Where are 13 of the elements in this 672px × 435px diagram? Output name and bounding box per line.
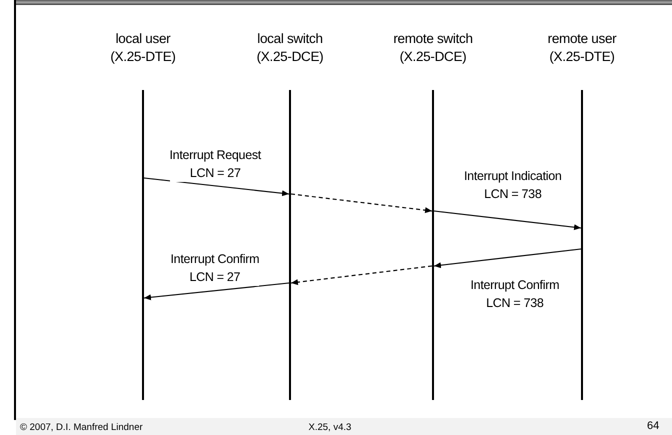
message-arrow bbox=[434, 248, 582, 268]
message-arrow bbox=[144, 282, 290, 300]
participant-label: local user (X.25-DTE) bbox=[110, 30, 176, 66]
message-arrow bbox=[434, 210, 582, 230]
message-arrow bbox=[290, 265, 432, 286]
message-arrow bbox=[144, 177, 290, 196]
participant-label: remote switch (X.25-DCE) bbox=[393, 30, 473, 66]
copyright-note: © 2007, D.I. Manfred Lindner bbox=[20, 422, 143, 433]
message-arrow bbox=[290, 193, 432, 214]
page-number: 64 bbox=[647, 420, 660, 432]
participant-label: remote user (X.25-DTE) bbox=[548, 30, 616, 66]
slide-version: X.25, v4.3 bbox=[308, 422, 352, 433]
participant-label: local switch (X.25-DCE) bbox=[256, 30, 324, 66]
